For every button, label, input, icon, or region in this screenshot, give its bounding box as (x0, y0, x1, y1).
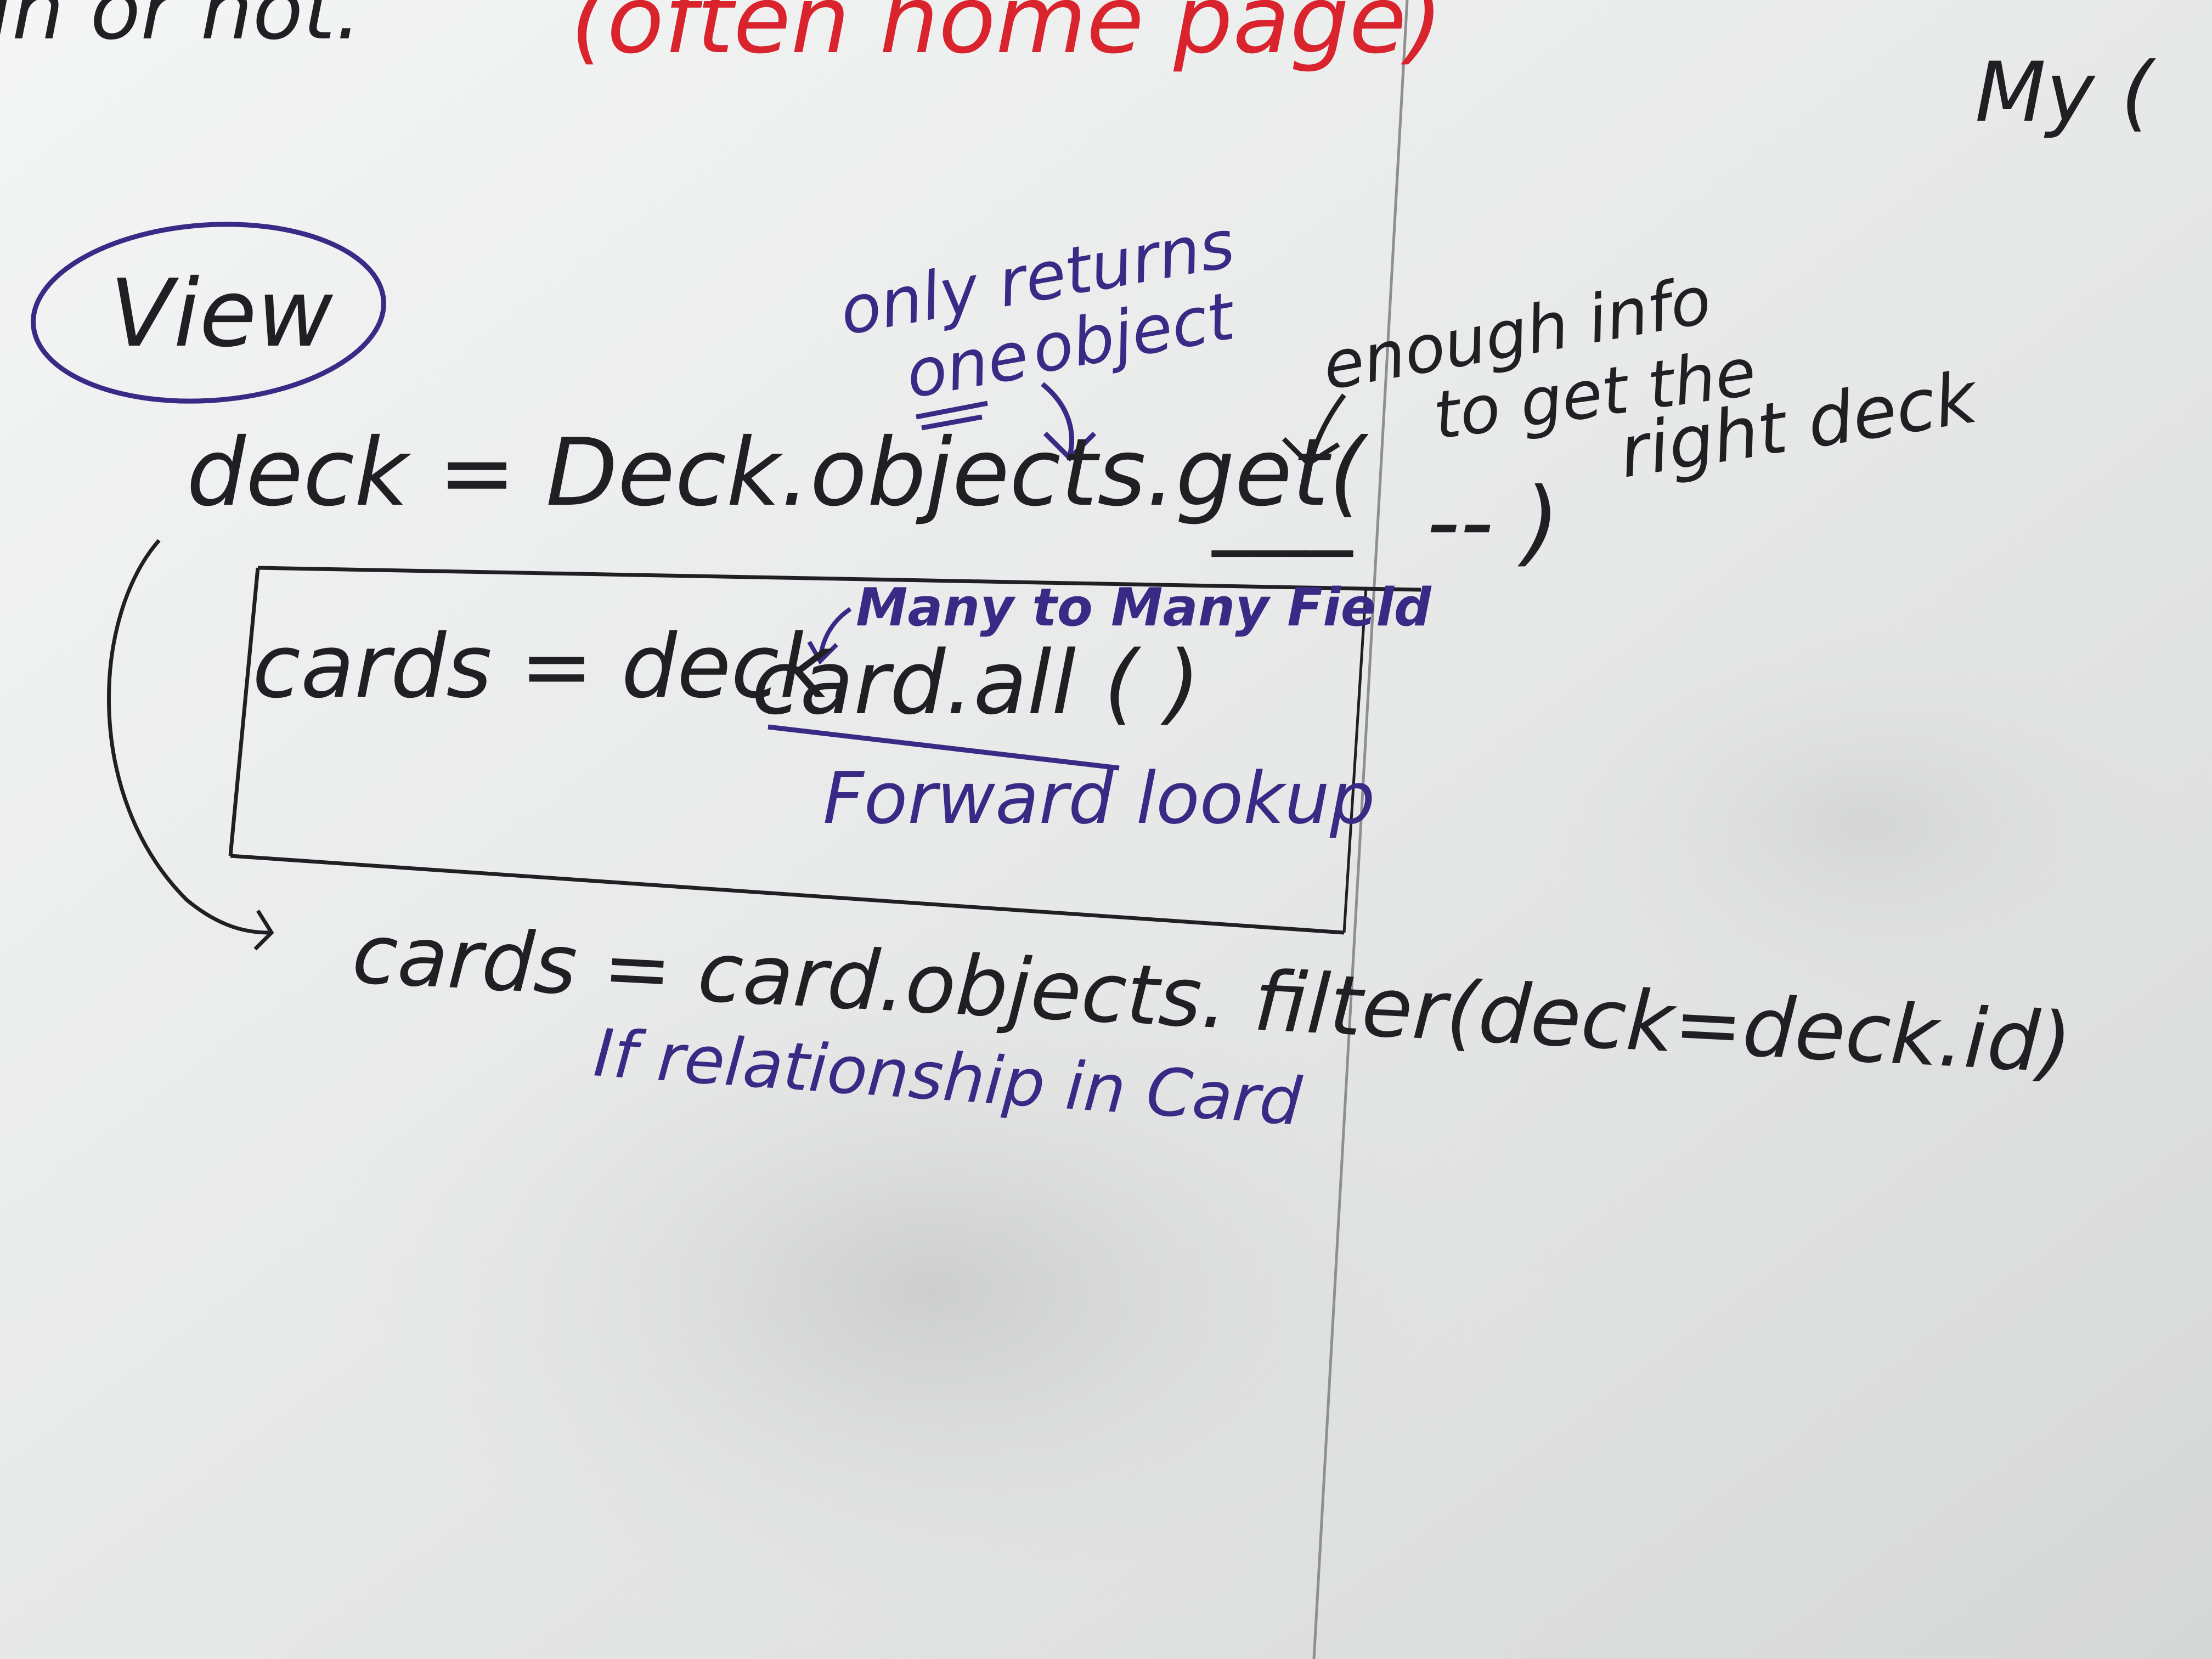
arrow-down-icon (807, 607, 852, 665)
one-underline (916, 400, 988, 431)
note-forward-lookup: Forward lookup (823, 757, 1375, 840)
panel-seam (1312, 0, 1409, 1659)
top-right-text: My ( (1975, 45, 2157, 140)
line-cards-all-prefix: cards = deck. (252, 615, 858, 718)
line-deck-get: deck = Deck.objects.get( (187, 419, 1369, 527)
top-line-red: (often home page) (571, 0, 1443, 75)
top-line-black: in or not. (0, 0, 362, 58)
view-circle (31, 222, 386, 404)
line-deck-get-blank: ___ (1211, 449, 1353, 557)
note-many-to-many: Many to Many Field (856, 578, 1432, 638)
box-divider (1342, 586, 1368, 933)
curved-arrow-icon (107, 539, 274, 951)
eraser-smudge (302, 905, 1564, 1659)
line-cards-all-method: card.all ( ) (752, 631, 1200, 734)
highlight-box (228, 566, 1421, 935)
arrow-down-icon (1282, 393, 1346, 467)
view-label: View (110, 259, 334, 368)
card-all-underline (768, 724, 1120, 771)
eraser-smudge (1481, 592, 2212, 1053)
line-deck-get-dashes: -- ) (1426, 468, 1560, 577)
arrow-down-icon (1041, 382, 1097, 462)
